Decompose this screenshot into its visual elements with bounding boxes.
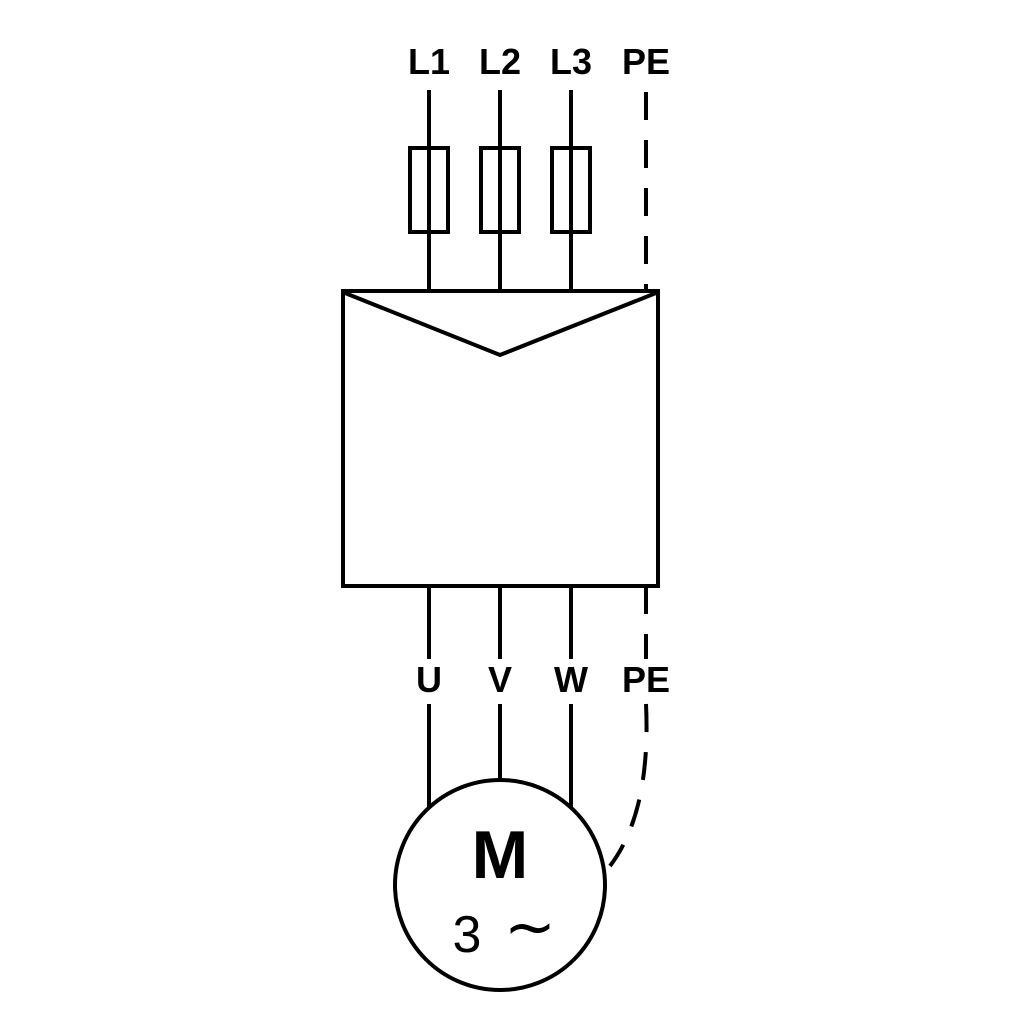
fuse-symbol-L1 — [408, 146, 450, 234]
terminal-label-L2: L2 — [479, 41, 521, 82]
device-box-envelope-notch — [344, 291, 657, 358]
terminal-label-L3: L3 — [550, 41, 592, 82]
motor-circle — [393, 778, 607, 992]
terminal-label-PE-top: PE — [622, 41, 670, 82]
device-box — [341, 289, 660, 588]
terminal-label-PE-bottom: PE — [622, 659, 670, 700]
terminal-label-V: V — [488, 659, 512, 700]
motor-letter: M — [472, 817, 529, 893]
fuse-symbol-L3 — [550, 146, 592, 234]
earth-wire-PE-to-motor — [608, 703, 649, 868]
sine-wave-icon: ∼ — [504, 890, 556, 963]
motor-phase-number: 3 — [453, 906, 482, 964]
terminal-label-W: W — [554, 659, 588, 700]
fuse-symbol-L2 — [479, 146, 521, 234]
terminal-label-L1: L1 — [408, 41, 450, 82]
terminal-label-U: U — [416, 659, 442, 700]
